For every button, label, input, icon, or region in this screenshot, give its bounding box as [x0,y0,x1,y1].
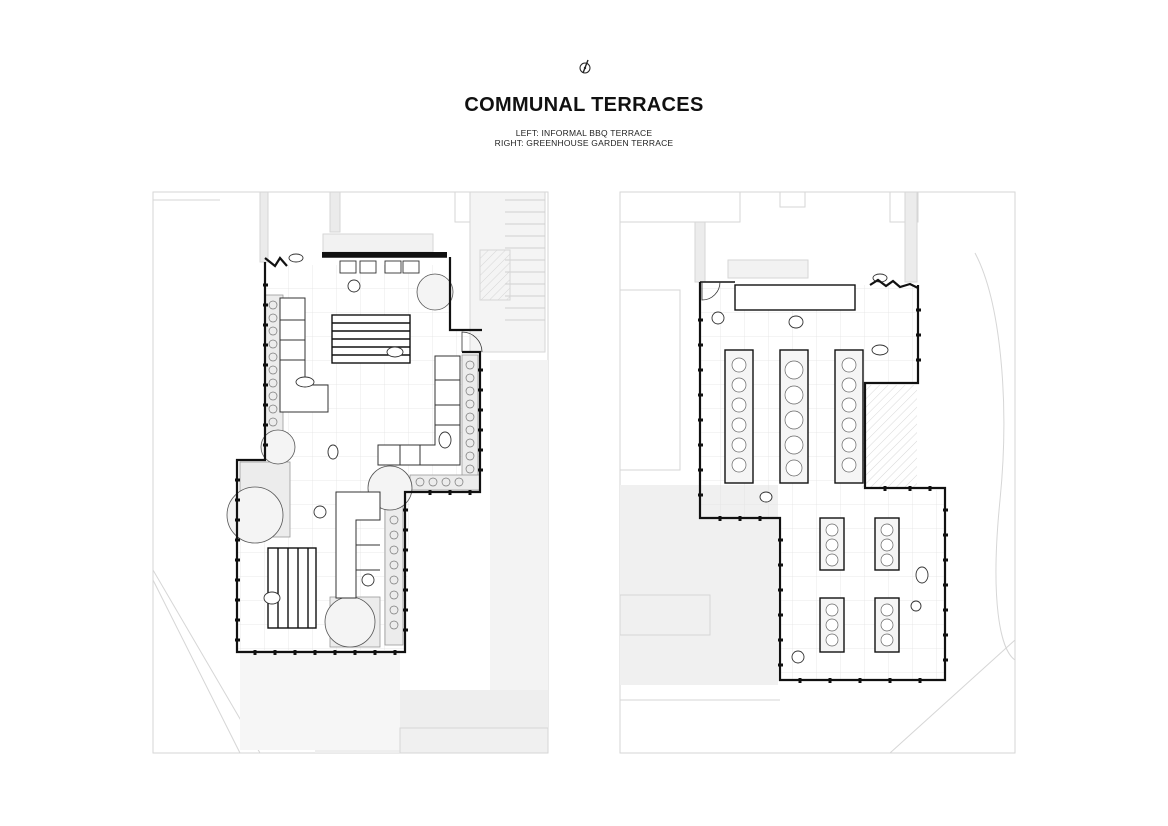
bbq-terrace-balustrade [235,283,483,655]
bbq-counter [322,252,447,257]
greenhouse-counter [734,284,856,311]
left-context [152,191,549,754]
greenhouse-balustrade [698,308,948,683]
people-figures-left [263,253,452,605]
bbq-terrace-door [461,331,483,353]
greenhouse-plants [731,357,894,647]
greenhouse-terrace-floor [700,285,945,680]
bbq-terrace-walls [235,256,482,654]
page-title: COMMUNAL TERRACES [464,94,704,116]
tree-canopies [226,273,454,648]
subtitle-right-terrace: RIGHT: GREENHOUSE GARDEN TERRACE [494,138,674,148]
bar-stools [339,260,420,293]
picnic-table [267,547,317,629]
greenhouse-hatched-zone [862,385,917,488]
people-figures-right [711,273,929,664]
greenhouse-terrace-door [701,281,721,301]
north-arrow-icon [579,59,591,74]
subtitle-left-terrace: LEFT: INFORMAL BBQ TERRACE [515,128,653,138]
